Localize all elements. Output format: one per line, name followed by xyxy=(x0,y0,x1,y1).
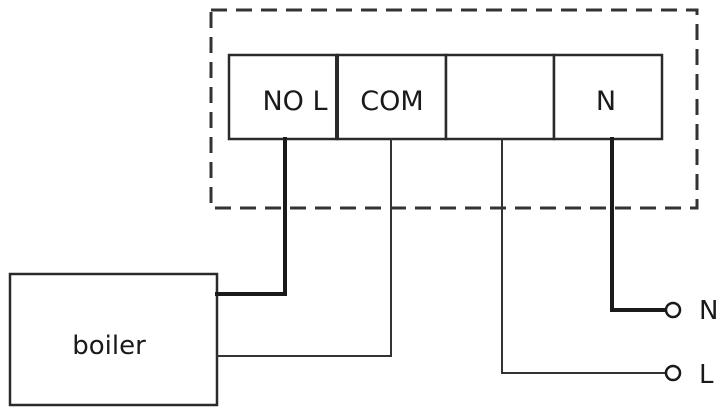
boiler-box xyxy=(8,272,219,407)
terminal-no-l-label: NO L xyxy=(262,86,327,117)
terminal-block xyxy=(227,53,664,141)
wire-no-l-boiler xyxy=(215,137,287,296)
terminal-n xyxy=(552,53,664,141)
live-supply-label: L xyxy=(699,360,714,390)
terminal-com-label: COM xyxy=(360,86,423,117)
live-connection-point xyxy=(664,364,682,382)
terminal-com xyxy=(335,53,448,141)
boiler-label: boiler xyxy=(72,331,146,361)
neutral-connection-point xyxy=(664,301,682,319)
neutral-supply-label: N xyxy=(699,296,718,326)
terminal-n-label: N xyxy=(596,86,616,117)
wire-neutral-supply xyxy=(610,137,668,312)
terminal-blank xyxy=(444,53,556,141)
wire-com-boiler xyxy=(216,138,392,357)
device-enclosure xyxy=(209,8,699,210)
wire-live-supply xyxy=(501,138,667,374)
terminal-no-l xyxy=(227,53,339,141)
